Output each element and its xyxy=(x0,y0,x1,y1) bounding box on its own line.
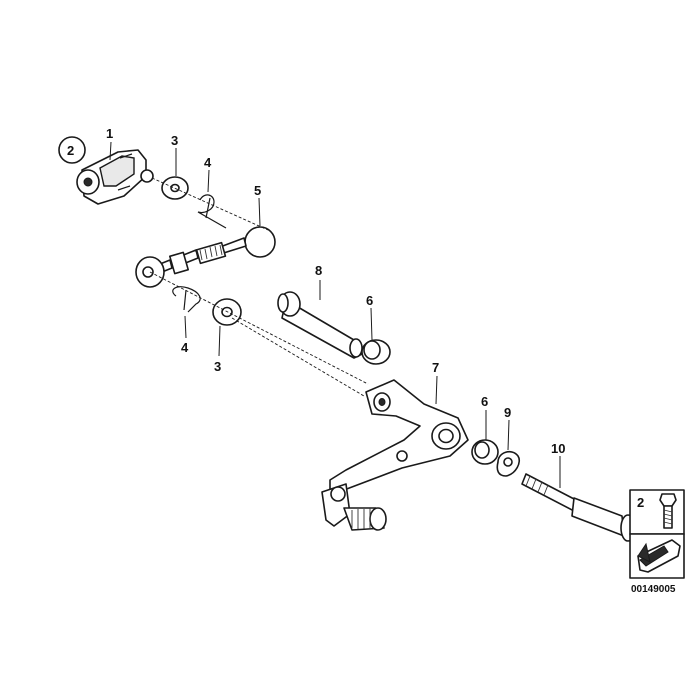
callout-4-bottom: 4 xyxy=(181,340,189,355)
part-6-bushing-upper xyxy=(361,339,391,365)
part-6-bushing-lower xyxy=(471,439,499,465)
part-5-shift-rod xyxy=(135,226,276,288)
callout-9: 9 xyxy=(504,405,511,420)
callout-2-circled: 2 xyxy=(67,143,74,158)
inset-arrow-icon xyxy=(637,539,681,573)
part-10-bolt xyxy=(521,473,636,542)
callout-5: 5 xyxy=(254,183,261,198)
part-1-rod-end xyxy=(76,149,154,205)
callout-3-top: 3 xyxy=(171,133,178,148)
part-9-wave-washer xyxy=(496,450,521,477)
callout-6-upper: 6 xyxy=(366,293,373,308)
part-4-spring-clip-bottom xyxy=(172,286,201,313)
part-4-spring-clip-top xyxy=(197,194,227,229)
callout-6-lower: 6 xyxy=(481,394,488,409)
callout-2-circle xyxy=(58,136,86,164)
callout-8: 8 xyxy=(315,263,322,278)
assembly-lines xyxy=(149,177,369,397)
callout-7: 7 xyxy=(432,360,439,375)
callout-labels: 1 2 3 4 5 8 6 4 3 7 6 9 10 xyxy=(58,126,565,456)
inset-legend-box: 2 00149005 xyxy=(629,489,685,595)
inset-callout-2: 2 xyxy=(637,495,644,510)
part-8-bushing xyxy=(277,291,363,359)
callout-3-bottom: 3 xyxy=(214,359,221,374)
inset-bolt-icon xyxy=(659,493,677,529)
callout-4-top: 4 xyxy=(204,155,212,170)
callout-1: 1 xyxy=(106,126,113,141)
drawing-number: 00149005 xyxy=(631,584,676,595)
part-7-shift-lever xyxy=(321,379,469,531)
leader-lines xyxy=(109,141,561,488)
callout-10: 10 xyxy=(551,441,565,456)
